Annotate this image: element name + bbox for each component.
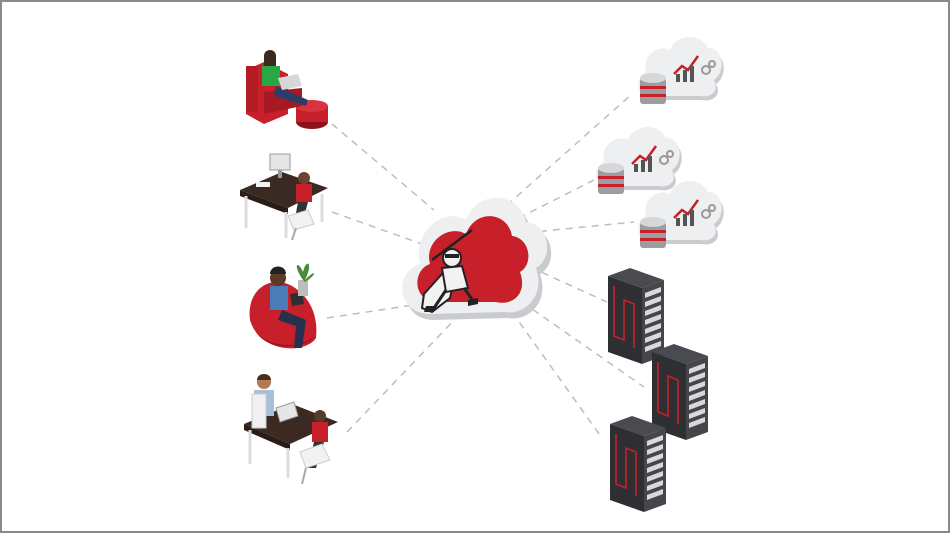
person-desk-computer-icon bbox=[240, 153, 328, 241]
two-people-desk-meeting-icon bbox=[244, 374, 338, 485]
person-beanbag-tablet-icon bbox=[249, 263, 317, 349]
connector-cloud-db-1 bbox=[496, 93, 633, 215]
connector-rack-2 bbox=[521, 301, 645, 388]
central-cloud-icon bbox=[402, 197, 552, 320]
server-rack-icon bbox=[609, 415, 667, 513]
ninja-mascot-icon bbox=[420, 229, 478, 314]
connector-rack-3 bbox=[511, 311, 603, 439]
cloud-database-analytics-icon bbox=[636, 179, 725, 250]
connector-user-2 bbox=[331, 211, 423, 245]
server-rack-icon bbox=[651, 343, 709, 441]
user-armchair-laptop-icon bbox=[246, 50, 328, 129]
cloud-database-analytics-icon bbox=[594, 125, 683, 196]
connector-user-1 bbox=[331, 123, 435, 211]
connector-user-4 bbox=[346, 313, 461, 433]
server-rack-icon bbox=[607, 267, 665, 365]
connector-user-3 bbox=[326, 303, 421, 319]
connector-rack-1 bbox=[529, 266, 608, 303]
cloud-database-analytics-icon bbox=[636, 35, 725, 106]
